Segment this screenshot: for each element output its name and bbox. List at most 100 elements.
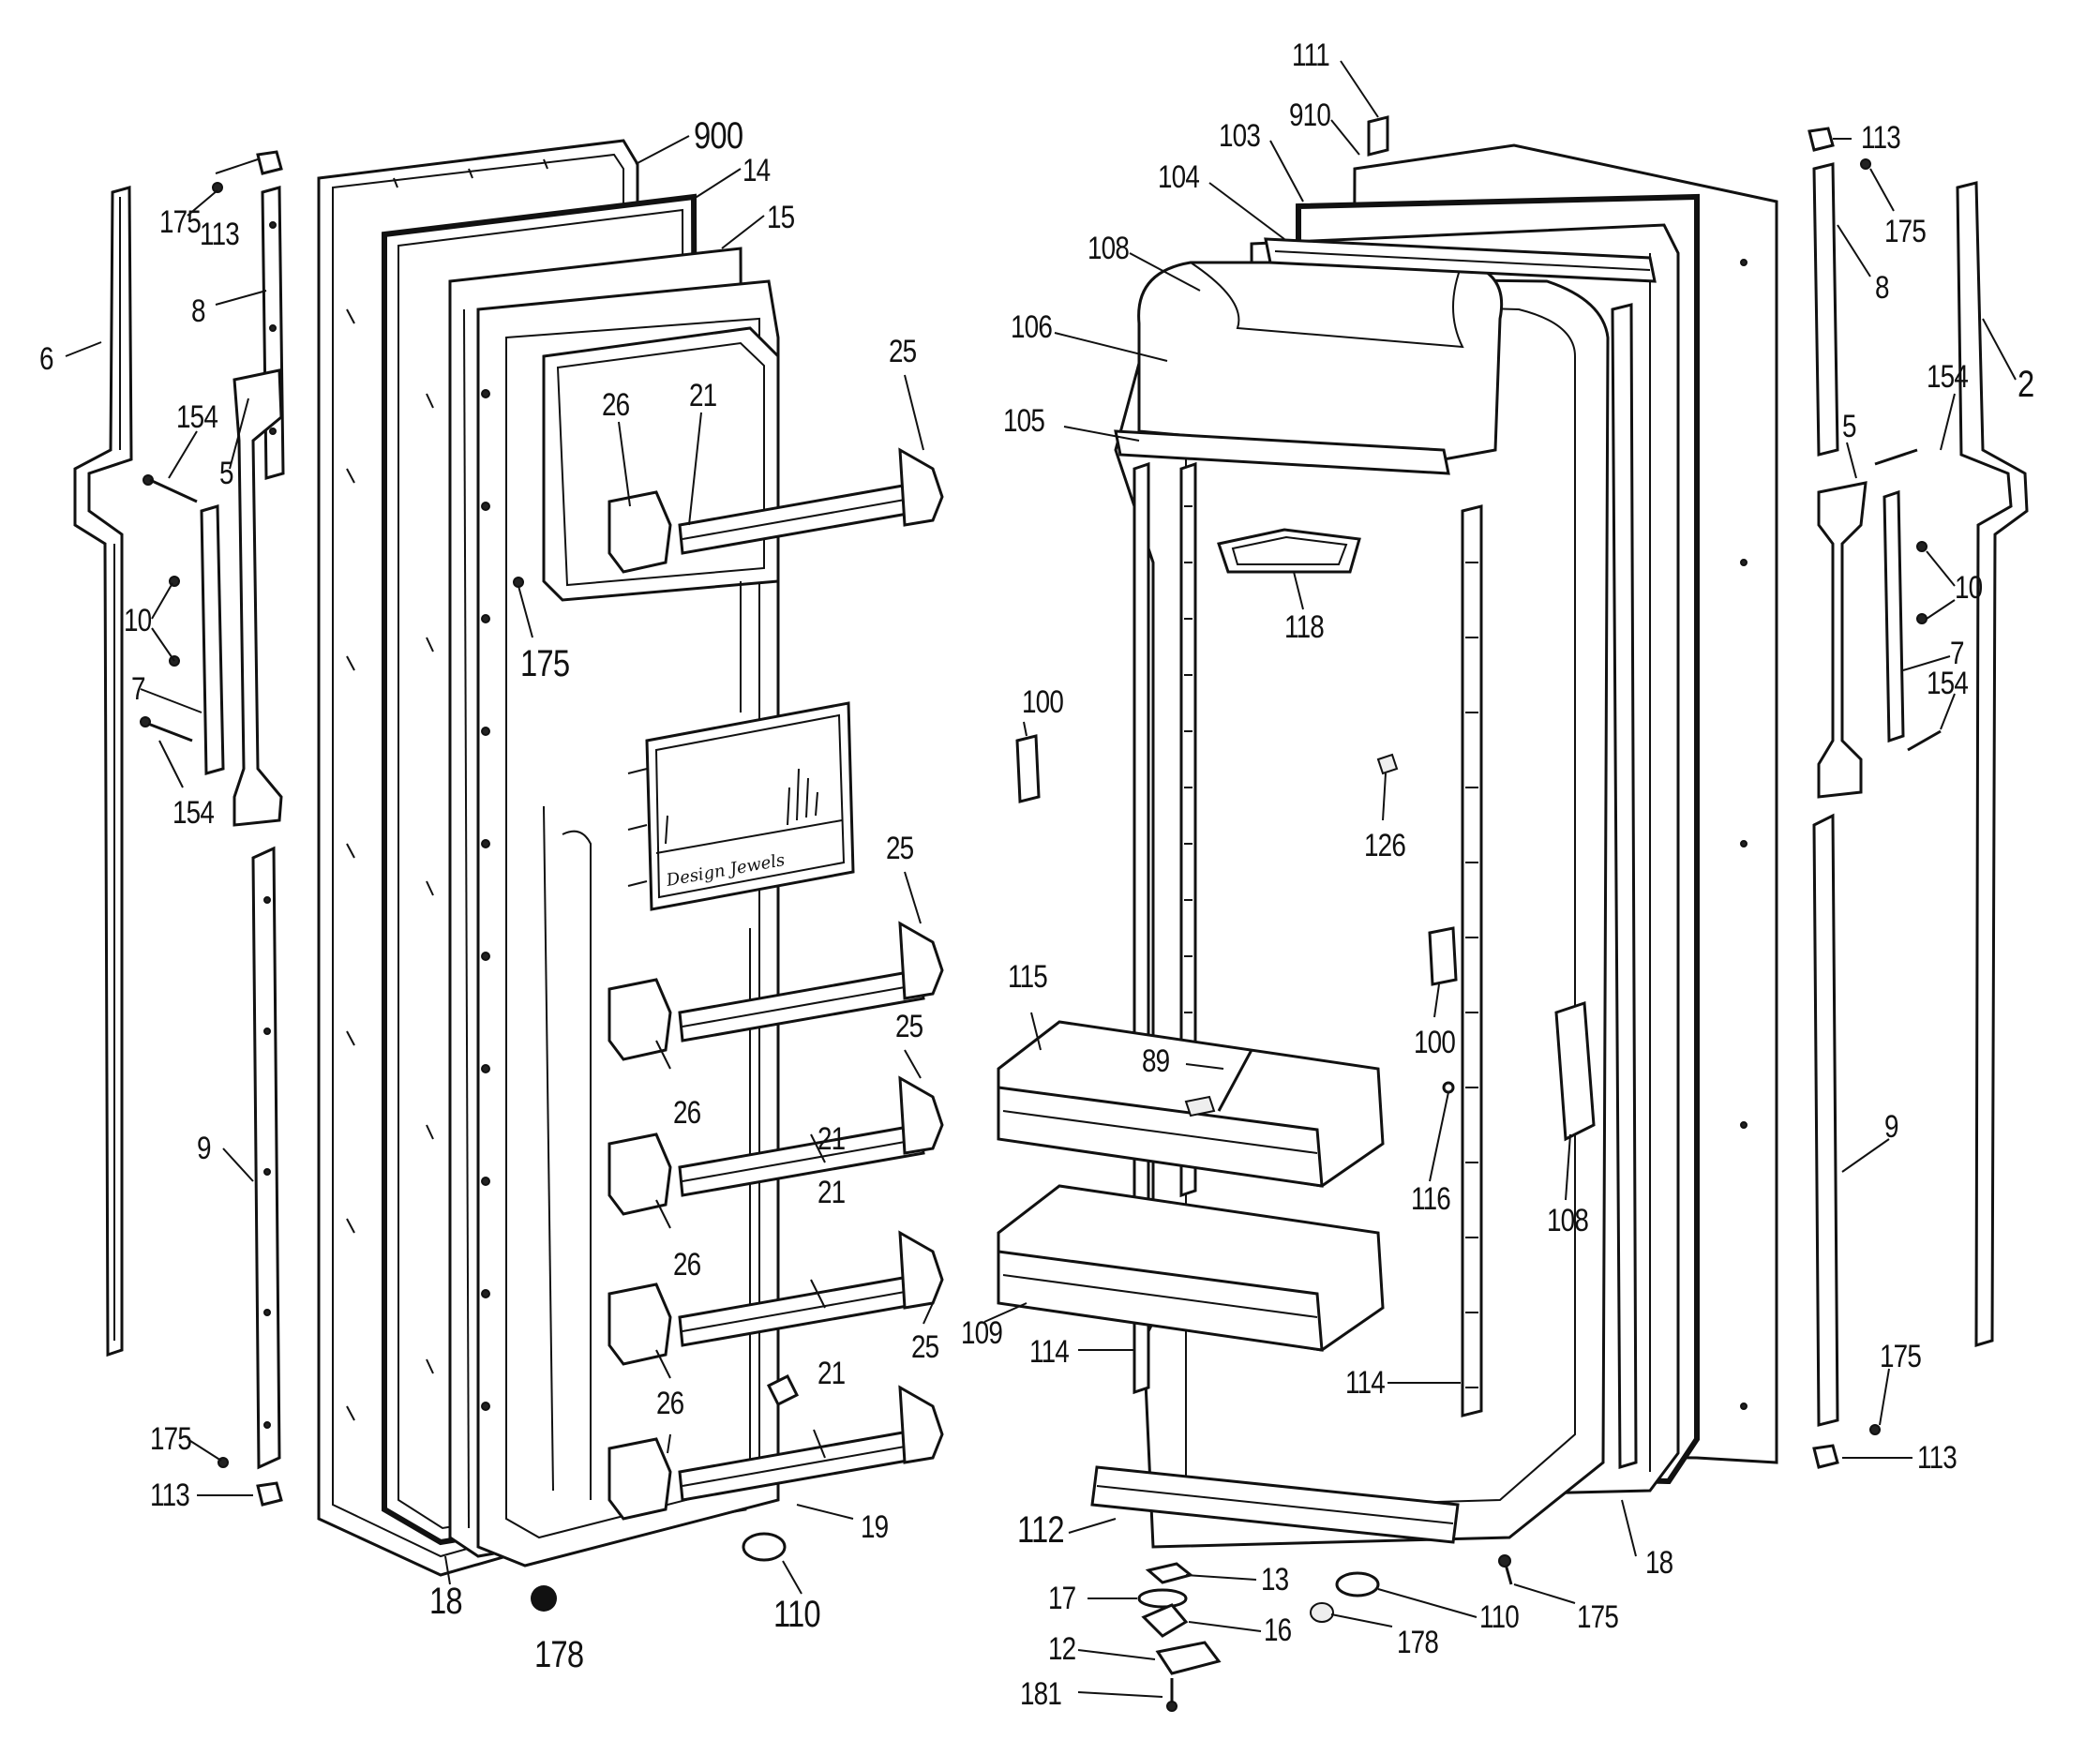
label-25-d: 25 — [911, 1329, 939, 1365]
label-113-bottom-left: 113 — [150, 1478, 190, 1513]
label-154-right-upper: 154 — [1927, 359, 1969, 395]
label-103: 103 — [1219, 118, 1261, 154]
label-21-b: 21 — [818, 1121, 846, 1157]
label-114-right: 114 — [1345, 1365, 1386, 1401]
label-108-right: 108 — [1547, 1203, 1589, 1238]
label-175-bottom-left: 175 — [150, 1421, 192, 1457]
label-175-top-right: 175 — [1884, 214, 1927, 249]
light-socket — [1376, 753, 1399, 775]
label-2: 2 — [2018, 364, 2034, 405]
label-175-bottom-right: 175 — [1880, 1339, 1922, 1374]
right-door-gasket-strip — [1956, 181, 2029, 1348]
label-178-left: 178 — [534, 1634, 584, 1675]
label-109: 109 — [961, 1315, 1003, 1351]
left-door-liner — [476, 279, 780, 1568]
label-175-bottom-center: 175 — [1577, 1599, 1619, 1635]
plug-button-right — [1310, 1602, 1334, 1623]
long-screws — [147, 478, 198, 742]
door-shelf-bar — [608, 1230, 944, 1366]
trim-strip-lower-right — [1812, 813, 1839, 1427]
decorative-door-panel — [627, 581, 855, 911]
label-175-top-left: 175 — [159, 204, 202, 240]
light-shield — [1217, 528, 1361, 574]
door-shelf-bar — [608, 1385, 944, 1521]
label-8-left: 8 — [191, 293, 206, 329]
label-5-left: 5 — [219, 456, 234, 491]
label-100-lower: 100 — [1414, 1025, 1456, 1060]
label-112: 112 — [1017, 1509, 1065, 1551]
label-154-left-lower: 154 — [172, 795, 215, 831]
hinge-cover-right — [1335, 1571, 1380, 1598]
label-126: 126 — [1364, 828, 1406, 863]
label-7-left: 7 — [131, 671, 146, 707]
label-8-right: 8 — [1875, 270, 1890, 306]
label-175-door: 175 — [520, 643, 570, 684]
trim-cap — [256, 150, 283, 1507]
door-handle — [232, 368, 283, 827]
trim-strip-upper-right — [1812, 162, 1839, 457]
label-26-a: 26 — [602, 387, 630, 423]
switch-bracket — [1015, 734, 1458, 986]
label-25-a: 25 — [889, 334, 917, 369]
label-25-b: 25 — [886, 831, 914, 866]
label-113-top-left: 113 — [200, 217, 240, 252]
door-shelf-bar — [608, 921, 944, 1061]
label-13: 13 — [1261, 1562, 1289, 1598]
left-door-fastener-marks — [346, 158, 548, 1421]
label-178-right: 178 — [1397, 1625, 1439, 1660]
label-113-top-right: 113 — [1861, 120, 1901, 156]
air-duct — [1114, 261, 1504, 475]
lower-hinge — [1155, 1641, 1222, 1675]
door-shelf-bar — [608, 1075, 944, 1216]
label-12: 12 — [1048, 1631, 1076, 1667]
label-25-c: 25 — [895, 1009, 923, 1044]
leveling-screw — [1498, 1554, 1513, 1585]
hinge-bracket — [1141, 1603, 1189, 1638]
label-110-left: 110 — [773, 1594, 821, 1635]
label-19: 19 — [861, 1509, 889, 1545]
handle-trim — [200, 504, 225, 775]
hinge-shim — [1137, 1588, 1188, 1609]
label-14: 14 — [742, 153, 771, 188]
label-26-c: 26 — [673, 1247, 701, 1282]
trim-cap-right — [1808, 127, 1839, 1469]
crisper-drawer-lower — [997, 1184, 1385, 1352]
bottom-front-strip — [1090, 1465, 1460, 1544]
label-18-left: 18 — [429, 1581, 463, 1622]
label-900: 900 — [694, 115, 743, 157]
long-screws-right — [1874, 448, 1942, 752]
label-16: 16 — [1264, 1612, 1292, 1648]
hinge-cover — [742, 1532, 787, 1562]
label-26-b: 26 — [673, 1095, 701, 1131]
hinge-plate — [1145, 1562, 1194, 1584]
label-15: 15 — [767, 200, 795, 235]
label-100-upper: 100 — [1022, 684, 1064, 720]
label-10-right: 10 — [1955, 570, 1983, 606]
handle-trim-right — [1882, 489, 1905, 743]
label-110-right: 110 — [1479, 1599, 1520, 1635]
label-9-right: 9 — [1884, 1109, 1899, 1145]
bottom-hinge-pin — [766, 1373, 800, 1407]
label-10-left: 10 — [124, 603, 152, 638]
plug-button — [531, 1585, 557, 1612]
small-screws-right — [1860, 158, 1928, 1435]
rail-insert — [1554, 1000, 1596, 1142]
label-18-right: 18 — [1645, 1545, 1673, 1581]
label-6: 6 — [39, 341, 54, 377]
label-21-c: 21 — [818, 1175, 846, 1210]
label-17: 17 — [1048, 1581, 1076, 1616]
crisper-drawer-upper — [997, 1020, 1385, 1188]
label-9-left: 9 — [197, 1131, 212, 1166]
door-handle-right — [1817, 481, 1868, 799]
label-21-a: 21 — [689, 378, 717, 413]
label-21-d: 21 — [818, 1356, 846, 1391]
label-108-top: 108 — [1088, 231, 1130, 266]
label-5-right: 5 — [1842, 409, 1857, 444]
label-106: 106 — [1011, 309, 1053, 345]
door-shelf-bar — [608, 447, 944, 574]
label-113-bottom-right: 113 — [1917, 1440, 1958, 1476]
label-114-left: 114 — [1029, 1334, 1070, 1370]
trim-strip-lower — [251, 846, 281, 1470]
screw — [513, 577, 524, 588]
